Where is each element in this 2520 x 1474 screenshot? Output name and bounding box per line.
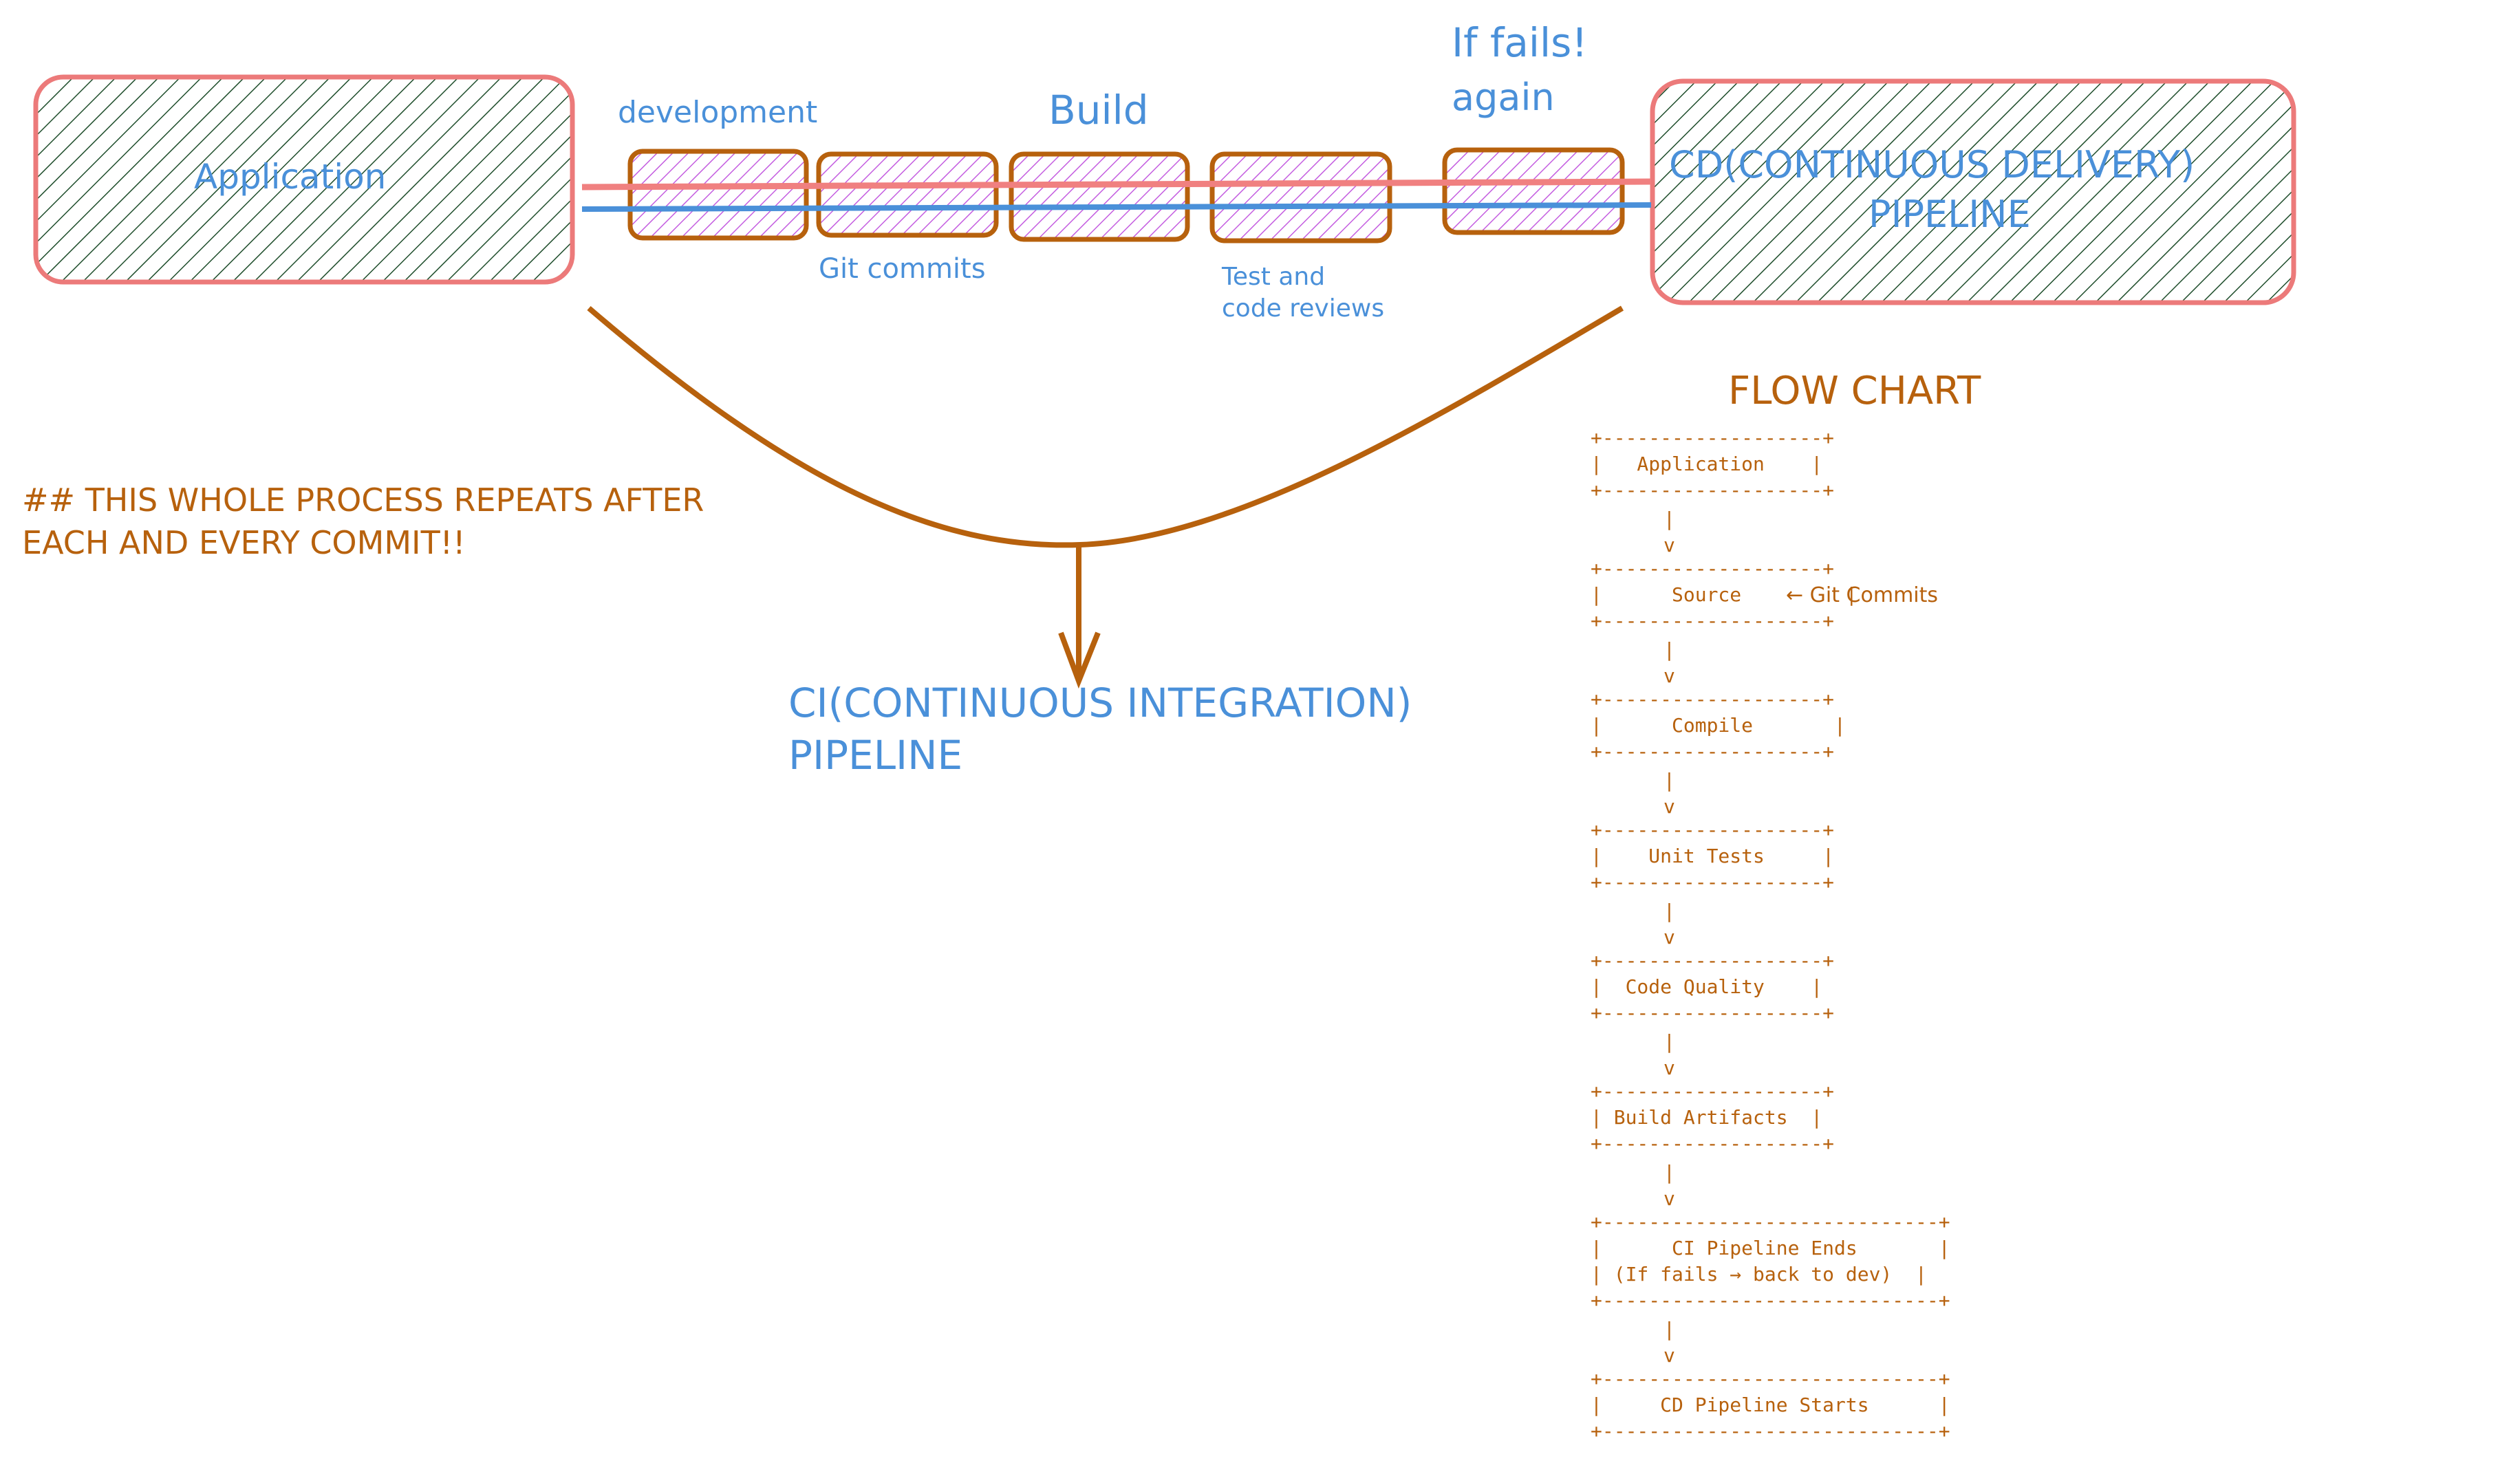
stage-box-build: [1009, 151, 1190, 242]
ci-title-line1: CI(CONTINUOUS INTEGRATION): [788, 680, 1412, 726]
build-label: Build: [1048, 87, 1149, 133]
flow-arrow-6: | v: [1663, 1161, 1675, 1210]
cd-label-line2: PIPELINE: [1869, 193, 2031, 236]
flow-step-ci-ends: +-----------------------------+ | CI Pip…: [1591, 1211, 1950, 1312]
application-box: [33, 74, 575, 285]
pipeline-line-blue: [581, 202, 1652, 212]
flow-arrow-5: | v: [1663, 1030, 1675, 1079]
repeat-note-line2: EACH AND EVERY COMMIT!!: [22, 524, 466, 561]
flow-step-source-bottom: +-------------------+: [1591, 609, 1835, 632]
if-fails-label: If fails!: [1452, 19, 1588, 66]
test-label-line1: Test and: [1222, 263, 1326, 291]
flow-step-code-quality: +-------------------+ | Code Quality | +…: [1591, 949, 1835, 1024]
cd-pipeline-box: [1650, 78, 2296, 305]
again-label: again: [1452, 76, 1555, 119]
stage-box-git-commits: [816, 151, 999, 238]
ci-curve: [587, 305, 1624, 548]
flowchart-title: FLOW CHART: [1728, 369, 1981, 413]
flow-step-application: +-------------------+ | Application | +-…: [1591, 426, 1835, 501]
application-label: Application: [194, 157, 387, 197]
stage-box-development: [627, 149, 809, 241]
git-commits-label: Git commits: [819, 253, 986, 285]
stage-box-if-fails: [1442, 147, 1625, 235]
flow-arrow-1: | v: [1663, 508, 1675, 556]
flow-arrow-4: | v: [1663, 900, 1675, 949]
stage-box-test: [1209, 151, 1392, 243]
cd-label-line1: CD(CONTINUOUS DELIVERY): [1669, 143, 2195, 186]
development-label: development: [618, 95, 818, 130]
ci-arrow-head: [1058, 631, 1101, 689]
flow-step-cd-starts: +-----------------------------+ | CD Pip…: [1591, 1367, 1950, 1442]
flow-arrow-7: | v: [1663, 1318, 1675, 1367]
repeat-note-line1: ## THIS WHOLE PROCESS REPEATS AFTER: [22, 481, 704, 519]
flow-step-source: +-------------------+ | Source |: [1591, 557, 1857, 606]
flow-arrow-2: | v: [1663, 638, 1675, 687]
test-label-line2: code reviews: [1222, 294, 1385, 323]
flow-step-build-artifacts: +-------------------+ | Build Artifacts …: [1591, 1080, 1835, 1155]
flow-step-compile: +-------------------+ | Compile | +-----…: [1591, 688, 1846, 763]
pipeline-line-red: [581, 178, 1652, 191]
flow-step-unit-tests: +-------------------+ | Unit Tests | +--…: [1591, 819, 1835, 893]
ci-title-line2: PIPELINE: [788, 732, 963, 779]
source-side-note: ← Git Commits: [1786, 583, 1939, 607]
flow-arrow-3: | v: [1663, 769, 1675, 818]
